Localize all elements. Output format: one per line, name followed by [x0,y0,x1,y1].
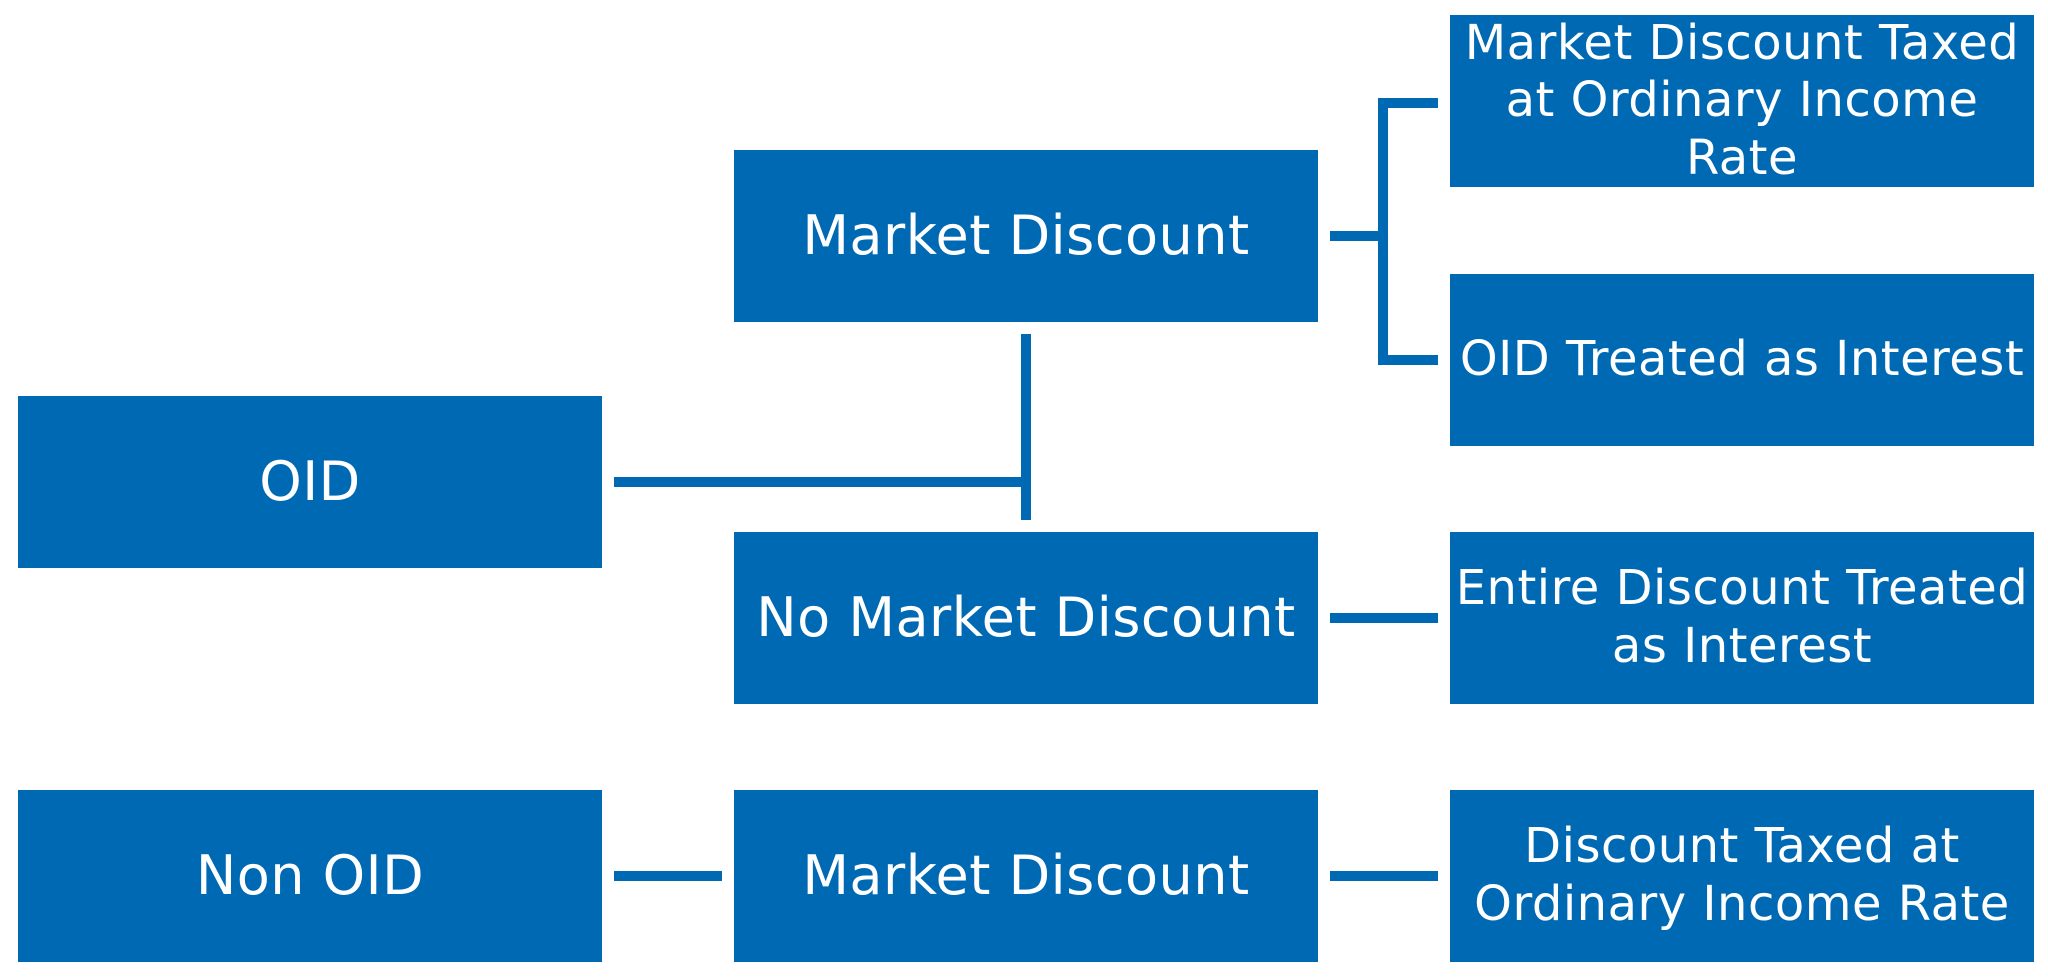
connector-no-md-right [1330,613,1438,623]
node-market-discount-top-label: Market Discount [802,203,1250,267]
connector-bracket-top-arm [1378,98,1438,108]
node-market-discount-taxed: Market Discount Taxed at Ordinary Income… [1450,15,2034,187]
node-no-market-discount: No Market Discount [734,532,1318,704]
connector-md-top-horizontal [1330,231,1384,241]
node-market-discount-bottom-label: Market Discount [802,843,1250,907]
node-oid-treated-interest-label: OID Treated as Interest [1459,331,2025,388]
node-market-discount-top: Market Discount [734,150,1318,322]
node-non-oid-label: Non OID [195,843,425,907]
connector-bracket-bottom-arm [1378,355,1438,365]
node-no-market-discount-label: No Market Discount [756,585,1296,649]
node-market-discount-taxed-label: Market Discount Taxed at Ordinary Income… [1464,14,2020,186]
node-oid-label: OID [259,449,361,513]
connector-oid-vertical [1021,334,1031,520]
node-market-discount-bottom: Market Discount [734,790,1318,962]
connector-md-bottom-right [1330,871,1438,881]
node-non-oid: Non OID [18,790,602,962]
node-entire-discount-interest: Entire Discount Treated as Interest [1450,532,2034,704]
connector-bracket-vertical [1378,98,1388,365]
node-discount-taxed-ordinary-label: Discount Taxed at Ordinary Income Rate [1474,818,2010,932]
connector-oid-horizontal [614,477,1026,487]
node-discount-taxed-ordinary: Discount Taxed at Ordinary Income Rate [1450,790,2034,962]
node-entire-discount-interest-label: Entire Discount Treated as Interest [1455,560,2029,674]
connector-non-oid-to-md [614,871,722,881]
node-oid-treated-interest: OID Treated as Interest [1450,274,2034,446]
node-oid: OID [18,396,602,568]
